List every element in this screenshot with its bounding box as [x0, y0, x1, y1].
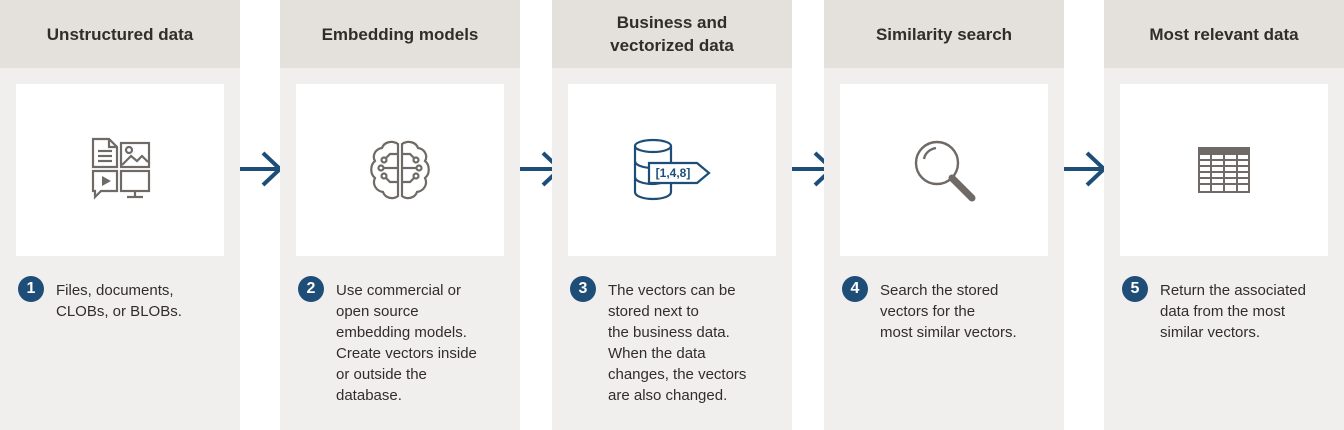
step-description: Use commercial or open source embedding …	[336, 282, 477, 404]
step-description-block: 3 The vectors can be stored next to the …	[570, 276, 782, 406]
step-description-block: 2 Use commercial or open source embeddin…	[298, 276, 510, 406]
step-column-5: Most relevant data 5 Return the associat…	[1104, 0, 1344, 430]
vector-label: [1,4,8]	[655, 166, 691, 180]
step-description-block: 1 Files, documents, CLOBs, or BLOBs.	[18, 276, 230, 322]
step-column-4: Similarity search 4 Search the stored ve…	[824, 0, 1064, 430]
icon-card	[1120, 84, 1328, 256]
step-title: Embedding models	[280, 0, 520, 68]
step-description: Return the associated data from the most…	[1160, 282, 1306, 341]
step-title: Similarity search	[824, 0, 1064, 68]
icon-card	[296, 84, 504, 256]
step-description: Search the stored vectors for the most s…	[880, 282, 1017, 341]
database-vector-icon: [1,4,8]	[631, 137, 713, 203]
step-column-3: Business and vectorized data [1,4,8] 3 T…	[552, 0, 792, 430]
step-description-block: 5 Return the associated data from the mo…	[1122, 276, 1334, 343]
step-number-badge: 1	[18, 276, 44, 302]
step-number-badge: 4	[842, 276, 868, 302]
arrow-right-icon	[240, 151, 283, 187]
step-number-badge: 5	[1122, 276, 1148, 302]
icon-card: [1,4,8]	[568, 84, 776, 256]
step-column-1: Unstructured data 1 Files, documents, CL…	[0, 0, 240, 430]
step-description: The vectors can be stored next to the bu…	[608, 282, 747, 404]
step-title: Most relevant data	[1104, 0, 1344, 68]
arrow-right-icon	[1064, 151, 1107, 187]
files-media-icon	[91, 137, 151, 200]
icon-card	[840, 84, 1048, 256]
step-column-2: Embedding models 2 Use commercial or ope…	[280, 0, 520, 430]
step-number-badge: 3	[570, 276, 596, 302]
brain-circuit-icon	[370, 140, 430, 200]
step-description-block: 4 Search the stored vectors for the most…	[842, 276, 1054, 343]
icon-card	[16, 84, 224, 256]
step-number-badge: 2	[298, 276, 324, 302]
data-table-icon	[1198, 147, 1250, 193]
step-description: Files, documents, CLOBs, or BLOBs.	[56, 282, 182, 320]
magnifier-icon	[914, 140, 976, 202]
step-title: Unstructured data	[0, 0, 240, 68]
step-title: Business and vectorized data	[552, 0, 792, 68]
